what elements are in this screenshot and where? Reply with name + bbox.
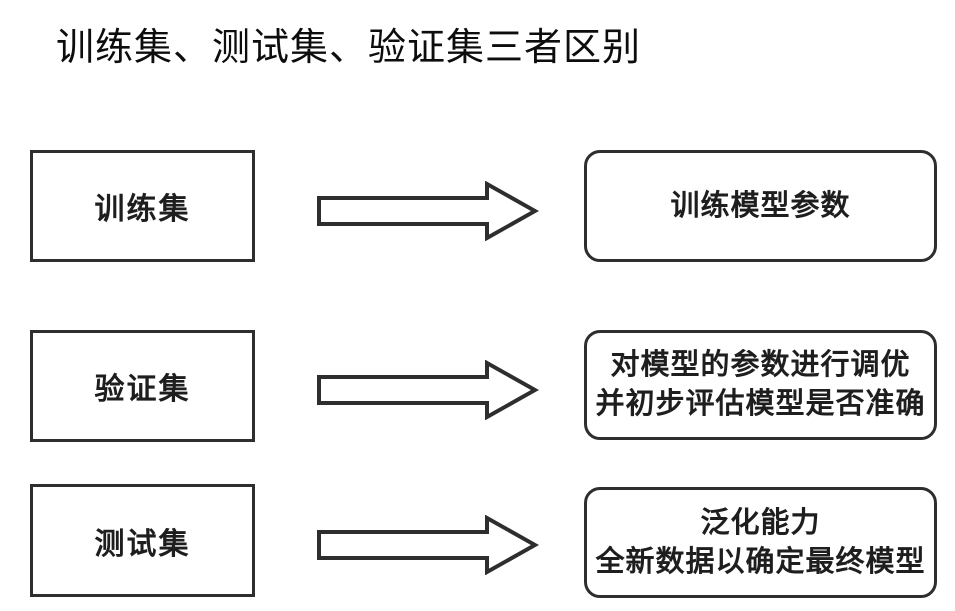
right-arrow-icon: [317, 515, 539, 575]
purpose-line: 训练模型参数: [670, 189, 851, 222]
right-arrow-icon: [317, 360, 539, 420]
page-title: 训练集、测试集、验证集三者区别: [56, 27, 642, 69]
dataset-label: 训练集: [94, 193, 191, 226]
purpose-line: 全新数据以确定最终模型: [595, 545, 926, 578]
purpose-line: 泛化能力: [700, 506, 821, 539]
purpose-line: 对模型的参数进行调优: [610, 349, 911, 381]
purpose-box-test: 泛化能力 全新数据以确定最终模型: [584, 487, 937, 598]
dataset-box-training: 训练集: [30, 150, 255, 262]
purpose-box-training: 训练模型参数: [584, 150, 937, 262]
dataset-box-validation: 验证集: [30, 330, 255, 442]
purpose-line: 并初步评估模型是否准确: [595, 388, 926, 420]
purpose-box-validation: 对模型的参数进行调优 并初步评估模型是否准确: [584, 330, 937, 440]
dataset-label: 验证集: [94, 373, 191, 406]
dataset-box-test: 测试集: [30, 484, 255, 597]
right-arrow-icon: [317, 181, 539, 241]
dataset-label: 测试集: [94, 527, 191, 561]
